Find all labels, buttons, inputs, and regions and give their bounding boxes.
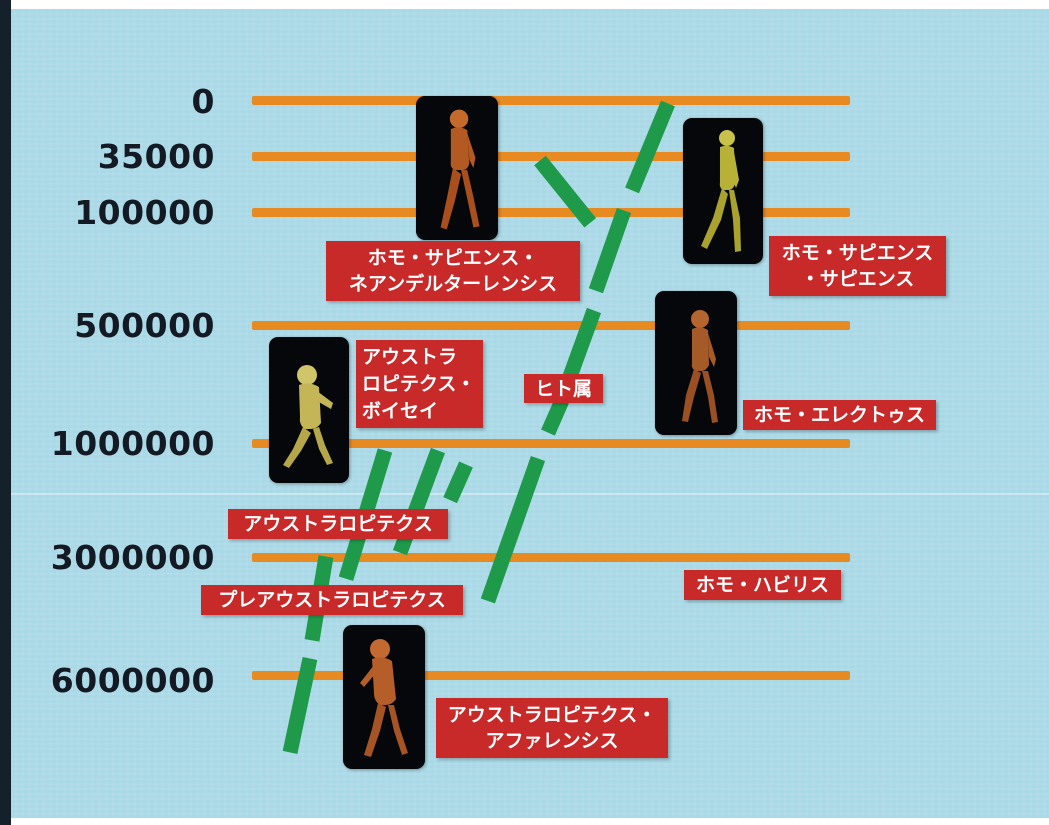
label-homo-habilis: ホモ・ハビリス [684, 570, 841, 600]
label-australopithecus-afarensis: アウストラロピテクス・ アファレンシス [436, 698, 668, 758]
neanderthal-figure [416, 96, 498, 240]
label-homo-sapiens-sapiens: ホモ・サピエンス ・サピエンス [769, 236, 946, 296]
label-line: ホモ・ハビリス [695, 574, 829, 596]
label-line: ホモ・サピエンス・ [367, 247, 539, 269]
label-line: ・サピエンス [800, 268, 915, 290]
lineage-segment-5 [480, 456, 546, 603]
lineage-segment-4 [541, 397, 569, 436]
afarensis-figure [343, 625, 425, 769]
year-label-0: 0 [191, 82, 215, 121]
time-line-100000 [252, 208, 850, 217]
lineage-segment-8 [392, 447, 446, 556]
lineage-segment-1 [625, 100, 675, 194]
year-label-500000: 500000 [74, 306, 215, 345]
homo-sapiens-sapiens-figure [683, 118, 763, 264]
bottom-edge [11, 818, 1049, 825]
label-line: ホモ・サピエンス [781, 242, 934, 264]
label-homo-erectus: ホモ・エレクトゥス [743, 400, 936, 430]
top-edge [11, 0, 1049, 9]
year-label-6000000: 6000000 [50, 661, 215, 700]
label-line: ロピテクス・ [362, 372, 476, 395]
label-australopithecus: アウストラロピテクス [228, 509, 448, 539]
lineage-segment-9 [443, 461, 473, 504]
erectus-figure [655, 291, 737, 435]
label-line: ボイセイ [362, 399, 439, 422]
label-line: アウストラロピテクス・ [447, 704, 657, 726]
label-line: アファレンシス [485, 730, 619, 752]
label-line: アウストラ [362, 345, 458, 368]
label-australopithecus-boisei: アウストラ ロピテクス・ ボイセイ [356, 340, 483, 428]
time-line-500000 [252, 321, 850, 330]
lineage-segment-3 [562, 307, 602, 380]
boisei-figure [269, 337, 349, 483]
label-homo-sapiens-neanderthalensis: ホモ・サピエンス・ ネアンデルターレンシス [326, 241, 580, 301]
time-line-1000000 [252, 439, 850, 448]
time-line-3000000 [252, 553, 850, 562]
label-line: ヒト属 [534, 377, 592, 400]
label-line: ネアンデルターレンシス [348, 273, 558, 295]
label-line: アウストラロピテクス [243, 513, 433, 535]
label-pre-australopithecus: プレアウストラロピテクス [201, 585, 463, 615]
time-line-35000 [252, 152, 850, 161]
label-homo-genus: ヒト属 [524, 374, 603, 403]
year-label-3000000: 3000000 [50, 538, 215, 577]
label-line: ホモ・エレクトゥス [753, 404, 925, 426]
year-label-100000: 100000 [74, 193, 215, 232]
left-edge-bar [0, 0, 11, 825]
year-label-1000000: 1000000 [50, 424, 215, 463]
lineage-segment-2 [588, 208, 632, 293]
label-line: プレアウストラロピテクス [218, 589, 446, 611]
time-line-6000000 [252, 671, 850, 680]
year-label-35000: 35000 [97, 137, 215, 176]
time-line-0 [252, 96, 850, 105]
